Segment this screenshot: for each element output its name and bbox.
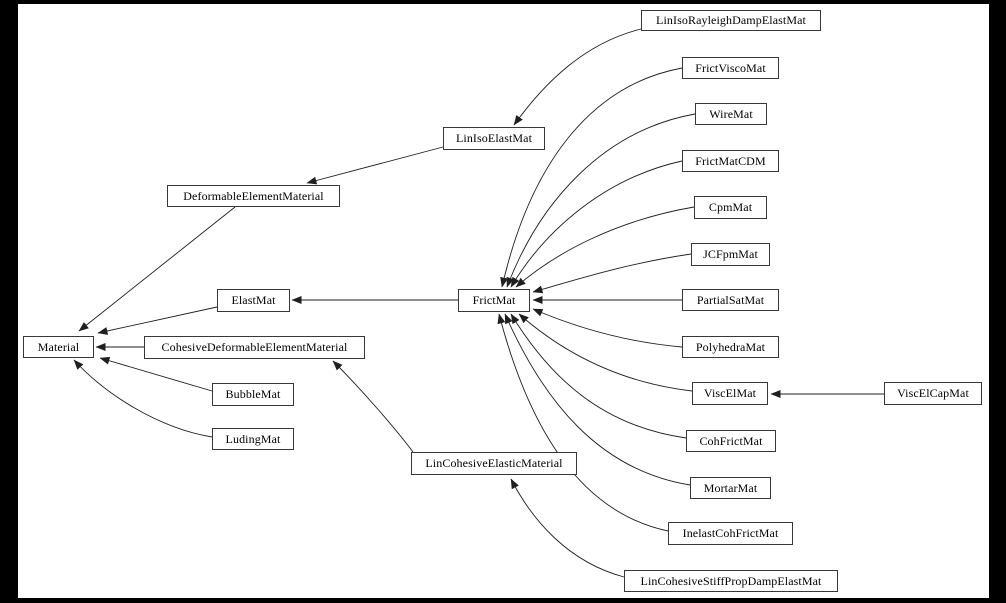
edge-DeformableElementMaterial-to-Material bbox=[78, 206, 236, 332]
edge-FrictViscoMat-to-FrictMat bbox=[500, 67, 683, 288]
edge-LudingMat-to-Material bbox=[73, 359, 213, 438]
node-jcfpm-mat[interactable]: JCFpmMat bbox=[691, 243, 770, 266]
edge-MortarMat-to-FrictMat bbox=[504, 313, 691, 486]
edge-LinCohesiveStiffPropDampElastMat-to-LinCohesiveElasticMaterial bbox=[510, 478, 625, 578]
node-inelast-coh-frict-mat[interactable]: InelastCohFrictMat bbox=[668, 522, 793, 545]
edge-LinIsoElastMat-to-DeformableElementMaterial bbox=[306, 146, 444, 185]
node-lin-cohesive-stiff-prop-damp-elast-mat[interactable]: LinCohesiveStiffPropDampElastMat bbox=[624, 570, 838, 592]
edge-ElastMat-to-Material bbox=[97, 306, 218, 335]
edge-InelastCohFrictMat-to-FrictMat bbox=[497, 313, 669, 532]
node-lin-iso-elast-mat[interactable]: LinIsoElastMat bbox=[443, 127, 545, 150]
edge-LinCohesiveElasticMaterial-to-CohesiveDeformableElementMaterial bbox=[332, 360, 414, 453]
edge-JCFpmMat-to-FrictMat bbox=[532, 253, 692, 294]
edge-BubbleMat-to-Material bbox=[99, 356, 213, 392]
node-material[interactable]: Material bbox=[23, 336, 94, 358]
edge-WireMat-to-FrictMat bbox=[506, 113, 696, 288]
edge-LinIsoRayleighDampElastMat-to-LinIsoElastMat bbox=[513, 28, 642, 126]
edge-CohFrictMat-to-FrictMat bbox=[510, 313, 687, 439]
edge-PolyhedraMat-to-FrictMat bbox=[532, 308, 683, 348]
node-visc-el-mat[interactable]: ViscElMat bbox=[692, 382, 768, 405]
node-lin-cohesive-elastic-material[interactable]: LinCohesiveElasticMaterial bbox=[411, 452, 577, 475]
node-frict-visco-mat[interactable]: FrictViscoMat bbox=[682, 57, 779, 79]
node-frict-mat[interactable]: FrictMat bbox=[458, 289, 530, 312]
node-cpm-mat[interactable]: CpmMat bbox=[694, 196, 767, 219]
node-wire-mat[interactable]: WireMat bbox=[695, 103, 767, 125]
node-visc-el-cap-mat[interactable]: ViscElCapMat bbox=[884, 382, 982, 405]
node-polyhedra-mat[interactable]: PolyhedraMat bbox=[682, 336, 779, 358]
node-bubble-mat[interactable]: BubbleMat bbox=[212, 383, 294, 406]
node-lin-iso-rayleigh-damp-elast-mat[interactable]: LinIsoRayleighDampElastMat bbox=[641, 10, 821, 31]
node-elast-mat[interactable]: ElastMat bbox=[217, 289, 290, 312]
node-deformable-element-material[interactable]: DeformableElementMaterial bbox=[167, 185, 340, 207]
edge-ViscElMat-to-FrictMat bbox=[518, 313, 693, 392]
edge-FrictMatCDM-to-FrictMat bbox=[510, 160, 683, 288]
node-partial-sat-mat[interactable]: PartialSatMat bbox=[682, 289, 779, 311]
edge-CpmMat-to-FrictMat bbox=[515, 206, 695, 288]
node-luding-mat[interactable]: LudingMat bbox=[212, 428, 294, 450]
node-mortar-mat[interactable]: MortarMat bbox=[690, 477, 771, 499]
node-coh-frict-mat[interactable]: CohFrictMat bbox=[686, 430, 776, 452]
node-cohesive-deformable-element-material[interactable]: CohesiveDeformableElementMaterial bbox=[144, 336, 365, 359]
node-frict-mat-cdm[interactable]: FrictMatCDM bbox=[682, 150, 779, 172]
